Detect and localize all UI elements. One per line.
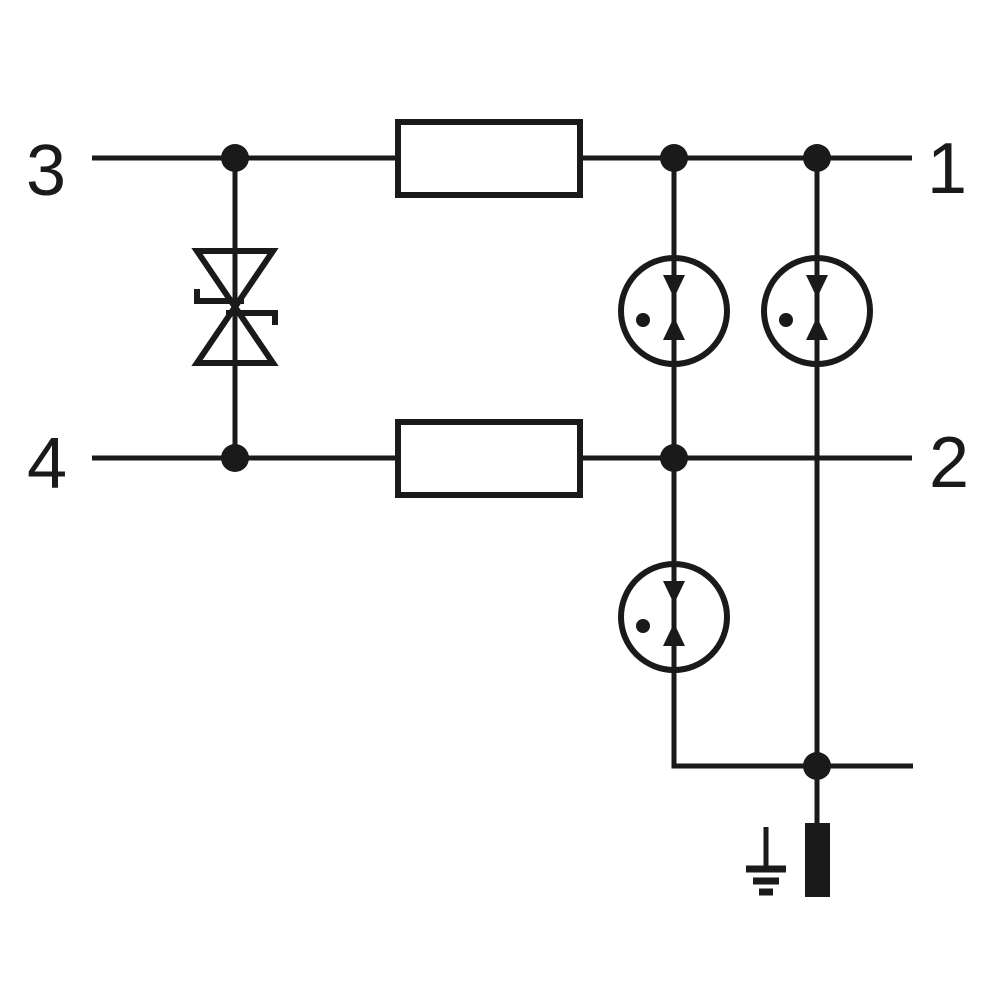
junction-dot bbox=[221, 144, 249, 172]
arrester-arrow-up bbox=[806, 317, 828, 340]
suppressor-diode-top-triangle bbox=[191, 248, 279, 313]
arrester-gas-dot bbox=[636, 313, 650, 327]
junction-dot bbox=[803, 752, 831, 780]
junction-dot bbox=[803, 144, 831, 172]
arrester-arrow-up bbox=[663, 317, 685, 340]
terminal-label-4: 4 bbox=[26, 424, 68, 504]
gas-arrester-bottom-icon bbox=[618, 561, 730, 673]
resistor-top bbox=[395, 119, 583, 198]
earth-ground-icon bbox=[746, 827, 786, 896]
suppressor-diode-bottom-triangle bbox=[191, 301, 279, 366]
resistor-bottom bbox=[395, 419, 583, 498]
terminal-label-1: 1 bbox=[926, 129, 968, 209]
suppressor-diode-icon bbox=[191, 248, 279, 366]
arrester-circle bbox=[618, 561, 730, 673]
gas-arrester-top-left-icon bbox=[618, 255, 730, 367]
arrester-gas-dot bbox=[636, 619, 650, 633]
arrester-arrow-down bbox=[663, 581, 685, 604]
terminal-label-2: 2 bbox=[928, 423, 970, 503]
junction-dot bbox=[660, 144, 688, 172]
pe-terminal-pin bbox=[805, 823, 830, 897]
junction-dot bbox=[221, 444, 249, 472]
arrester-circle bbox=[761, 255, 873, 367]
arrester-arrow-down bbox=[663, 275, 685, 298]
terminal-label-3: 3 bbox=[25, 131, 67, 211]
junction-dot bbox=[660, 444, 688, 472]
arrester-circle bbox=[618, 255, 730, 367]
gas-arrester-top-right-icon bbox=[761, 255, 873, 367]
arrester-arrow-up bbox=[663, 623, 685, 646]
arrester-arrow-down bbox=[806, 275, 828, 298]
arrester-gas-dot bbox=[779, 313, 793, 327]
wire-middle-branch bbox=[671, 158, 913, 769]
suppressor-diode-bar-left bbox=[194, 289, 244, 304]
suppressor-diode-bar-right bbox=[226, 310, 278, 325]
junction-dots bbox=[221, 144, 831, 780]
